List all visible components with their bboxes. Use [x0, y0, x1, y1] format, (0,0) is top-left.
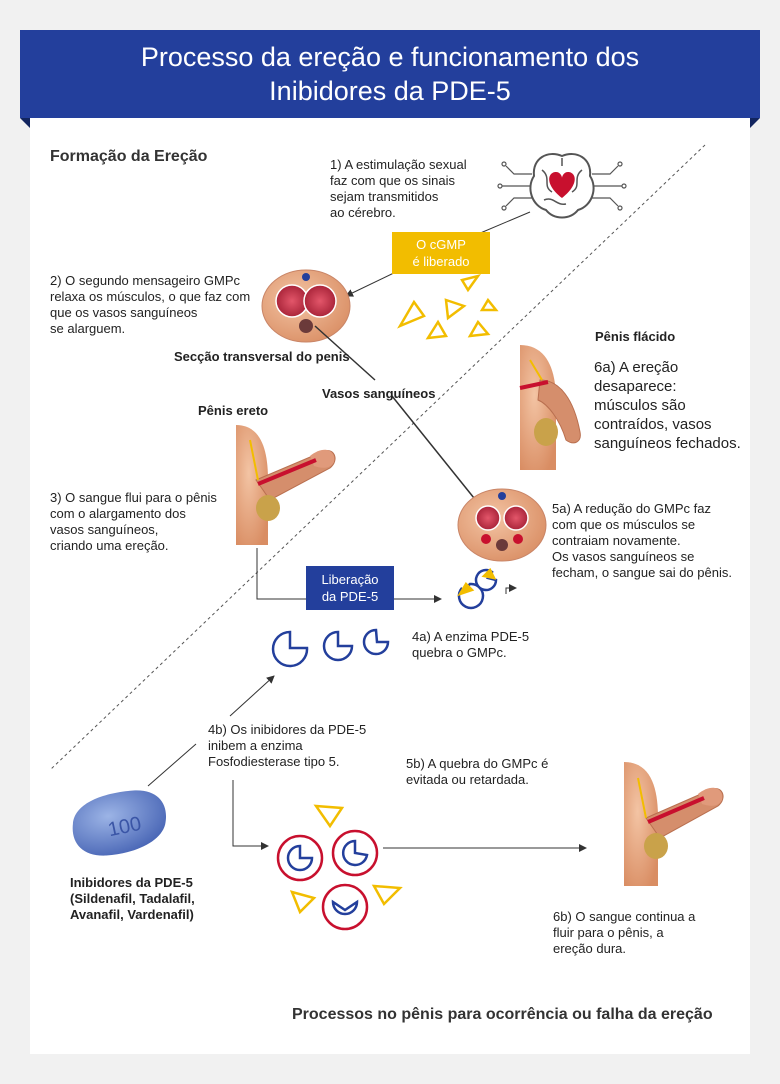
- footer-caption: Processos no pênis para ocorrência ou fa…: [292, 1006, 713, 1023]
- title-line-2: Inibidores da PDE-5: [269, 76, 511, 106]
- cgmp-triangle-icon: [397, 273, 499, 340]
- penis-illustration-flaccid: [519, 345, 581, 470]
- vessels-label: Vasos sanguíneos: [322, 386, 436, 401]
- penis-illustration-erect-sustained: [624, 762, 724, 886]
- brain-icon: [497, 153, 627, 219]
- pde5-enzymes-row: [271, 628, 390, 668]
- flaccid-label: Pênis flácido: [595, 329, 676, 344]
- inhibited-enzymes: [276, 804, 403, 931]
- pde5-enzyme-icon: [457, 567, 498, 610]
- page-title: Processo da ereção e funcionamento dos I…: [20, 40, 760, 108]
- cross-section-illustration-closed: [457, 488, 547, 562]
- banner-fold-left: [20, 118, 30, 128]
- diagonal-divider: [49, 144, 706, 771]
- title-line-1: Processo da ereção e funcionamento dos: [140, 42, 640, 72]
- section-title: Formação da Ereção: [50, 148, 208, 165]
- cross-section-label: Secção transversal do penis: [174, 349, 350, 364]
- pill-icon: 100: [72, 790, 166, 856]
- banner-fold-right: [750, 118, 760, 128]
- inhibitors-label: Inibidores da PDE-5(Sildenafil, Tadalafi…: [70, 875, 195, 922]
- erect-label: Pênis ereto: [198, 403, 269, 418]
- penis-illustration-erect: [236, 425, 336, 545]
- heart-icon: [549, 172, 575, 198]
- header-banner: [20, 30, 760, 118]
- cross-section-illustration: [261, 269, 351, 343]
